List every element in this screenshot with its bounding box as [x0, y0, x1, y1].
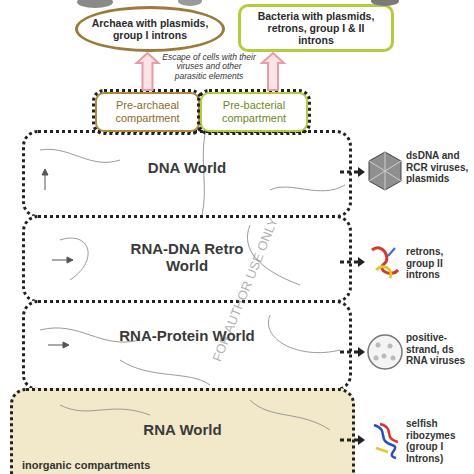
node-text: RNA World [83, 421, 283, 438]
world-band: RNA-Protein World [22, 300, 352, 391]
compartment-box: Pre-archaeal compartment [95, 92, 200, 132]
node-text: Pre-bacterial compartment [202, 99, 306, 124]
world-band: RNA-DNA Retro World [22, 215, 352, 303]
virus-label: dsDNA and RCR viruses, plasmids [406, 150, 472, 185]
virus-label: retrons, group II introns [406, 246, 472, 281]
ribozyme-icon [374, 424, 398, 458]
node-text: RNA-DNA Retro World [117, 240, 257, 275]
bottom-note: inorganic compartments [22, 459, 182, 471]
bacteria-box: Bacteria with plasmids, retrons, group I… [238, 4, 394, 52]
node-text: Pre-archaeal compartment [97, 99, 198, 124]
node-text: DNA World [77, 159, 297, 176]
retron-icon [372, 248, 398, 278]
leader-heads [358, 167, 365, 445]
virus-label: selfish ribozymes (group I Introns) [406, 418, 472, 464]
virus-label: positive-strand, ds RNA viruses [406, 332, 472, 367]
dsdna-virus-icon [369, 152, 401, 190]
cell-lines [40, 134, 345, 430]
exchange-arrows [42, 169, 73, 348]
world-band: DNA World [22, 130, 352, 218]
node-text: Archaea with plasmids, group I introns [78, 17, 222, 41]
archaea-oval: Archaea with plasmids, group I introns [75, 6, 225, 52]
block-arrow [137, 53, 159, 90]
compartment-box: Pre-bacterial compartment [200, 92, 308, 132]
node-text: RNA-Protein World [77, 327, 297, 344]
node-text: Bacteria with plasmids, retrons, group I… [241, 10, 391, 46]
block-arrow [262, 53, 284, 90]
rna-virus-icon [368, 335, 402, 369]
virus-image [77, 0, 113, 8]
virus-image [371, 0, 399, 6]
note-text: Escape of cells with their viruses and o… [160, 53, 258, 81]
leader-arrows [340, 172, 358, 440]
virus-image [178, 0, 202, 6]
